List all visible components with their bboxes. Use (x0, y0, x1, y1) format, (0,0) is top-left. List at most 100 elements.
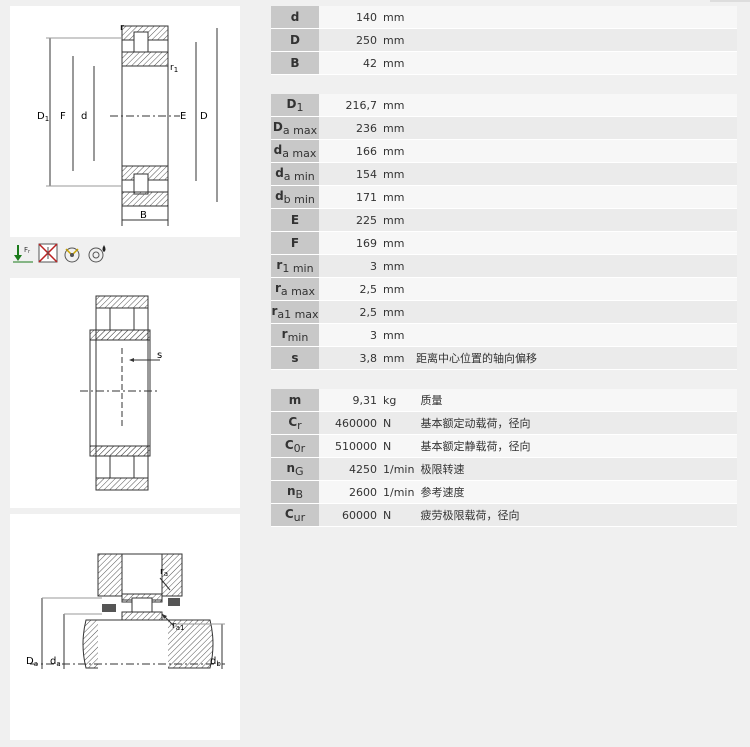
param-unit: mm (380, 163, 410, 186)
param-unit: 1/min (380, 458, 415, 481)
param-description (410, 301, 737, 324)
label-d: d (81, 111, 87, 122)
param-symbol: D (271, 29, 319, 52)
param-value: 3 (319, 255, 380, 278)
param-unit: mm (380, 232, 410, 255)
param-value: 216,7 (319, 94, 380, 117)
param-description: 极限转速 (414, 458, 737, 481)
param-symbol: ra1 max (271, 301, 319, 324)
param-unit: mm (380, 94, 410, 117)
label-ra1: ra1 (172, 621, 184, 632)
param-symbol: Cur (271, 504, 319, 527)
param-description (410, 140, 737, 163)
svg-text:Fr: Fr (24, 246, 31, 255)
axial-offset-drawing: s (10, 278, 240, 508)
param-value: 460000 (319, 412, 380, 435)
lubrication-icon (88, 245, 106, 263)
no-axial-load-icon (38, 243, 58, 263)
param-value: 3 (319, 324, 380, 347)
param-value: 140 (319, 6, 380, 29)
param-description (410, 186, 737, 209)
label-D: D (200, 111, 208, 122)
param-symbol: C0r (271, 435, 319, 458)
param-description (410, 209, 737, 232)
label-da: da (50, 656, 61, 668)
param-value: 2,5 (319, 301, 380, 324)
param-symbol: s (271, 347, 319, 370)
param-description (410, 6, 737, 29)
bearing-dimension-drawing: r r1 D1 F d E D B (10, 6, 240, 237)
param-value: 250 (319, 29, 380, 52)
param-value: 225 (319, 209, 380, 232)
param-description (410, 278, 737, 301)
param-description (410, 29, 737, 52)
param-symbol: rmin (271, 324, 319, 347)
param-symbol: B (271, 52, 319, 75)
mounting-dimension-drawing: ra ra1 Da da db (10, 514, 240, 740)
label-s: s (157, 350, 162, 361)
label-E: E (180, 111, 186, 122)
param-unit: mm (380, 278, 410, 301)
param-value: 3,8 (319, 347, 380, 370)
param-description (410, 324, 737, 347)
param-symbol: E (271, 209, 319, 232)
param-value: 4250 (319, 458, 380, 481)
param-symbol: D1 (271, 94, 319, 117)
param-symbol: ra max (271, 278, 319, 301)
param-description: 基本额定动载荷，径向 (414, 412, 737, 435)
param-value: 154 (319, 163, 380, 186)
param-symbol: m (271, 389, 319, 412)
label-r: r (120, 23, 124, 33)
param-value: 166 (319, 140, 380, 163)
param-description: 基本额定静载荷，径向 (414, 435, 737, 458)
param-description: 质量 (414, 389, 737, 412)
param-value: 9,31 (319, 389, 380, 412)
param-description (410, 232, 737, 255)
label-D1: D1 (37, 111, 49, 123)
param-symbol: Da max (271, 117, 319, 140)
radial-load-icon: Fr (13, 245, 33, 263)
label-db: db (210, 656, 221, 668)
param-unit: mm (380, 29, 410, 52)
param-symbol: da max (271, 140, 319, 163)
param-description (410, 52, 737, 75)
bearing-feature-icons: Fr (12, 243, 109, 263)
label-ra: ra (160, 567, 168, 578)
param-unit: N (380, 504, 415, 527)
param-value: 171 (319, 186, 380, 209)
param-symbol: da min (271, 163, 319, 186)
param-description: 疲劳极限载荷，径向 (414, 504, 737, 527)
param-unit: kg (380, 389, 415, 412)
param-unit: mm (380, 255, 410, 278)
param-unit: N (380, 435, 415, 458)
param-unit: N (380, 412, 415, 435)
param-description: 距离中心位置的轴向偏移 (410, 347, 737, 370)
param-unit: mm (380, 324, 410, 347)
param-unit: mm (380, 347, 410, 370)
param-description: 参考速度 (414, 481, 737, 504)
misalignment-icon (64, 247, 80, 263)
